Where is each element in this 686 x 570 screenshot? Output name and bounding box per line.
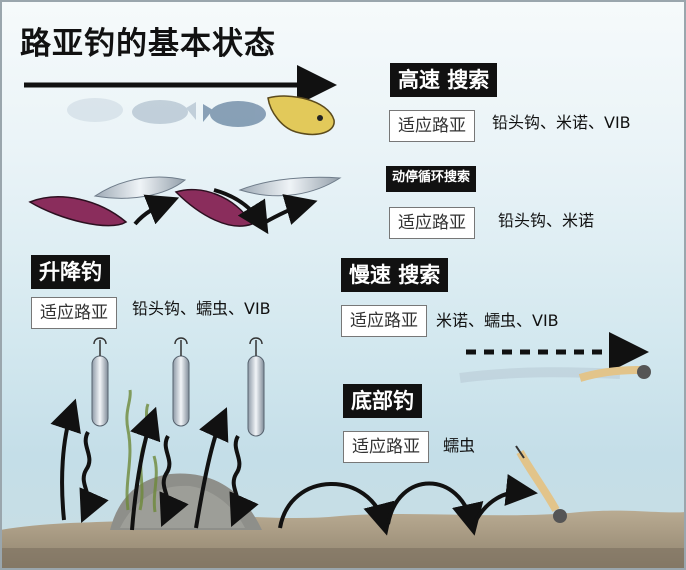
stopgo-search-fit-label: 适应路亚: [389, 207, 475, 239]
fast-search-header: 高速 搜索: [390, 63, 498, 97]
fast-search-fit-label: 适应路亚: [389, 110, 475, 142]
slow-search-fit-label: 适应路亚: [341, 305, 427, 337]
bottom-fishing-fit-label: 适应路亚: [343, 431, 429, 463]
lift-fall-header: 升降钓: [31, 255, 110, 289]
bottom-fishing-header: 底部钓: [343, 384, 422, 418]
seabed: [0, 473, 686, 570]
jig-lure-icon: [91, 337, 109, 427]
lift-fall-sequence: [50, 337, 265, 531]
fast-search-lures: 铅头钩、米诺、VIB: [492, 113, 631, 132]
slow-search-lures: 米诺、蠕虫、VIB: [436, 311, 559, 330]
stopgo-search-lures: 铅头钩、米诺: [498, 211, 595, 230]
lift-fall-lures: 铅头钩、蠕虫、VIB: [132, 299, 271, 318]
stopgo-lure-sequence: [28, 176, 342, 235]
lift-fall-fit-label: 适应路亚: [31, 297, 117, 329]
minnow-lure-icon: [28, 196, 128, 227]
stopgo-search-header: 动停循环搜索: [386, 166, 477, 192]
fast-lure-sequence: [67, 95, 335, 136]
bottom-fishing-lures: 蠕虫: [443, 436, 476, 455]
vib-lure-icon: [267, 95, 335, 136]
page-title: 路亚钓的基本状态: [20, 26, 276, 62]
bottom-worm-icon: [515, 445, 567, 523]
slow-search-header: 慢速 搜索: [341, 258, 449, 292]
bottom-bounce-sequence: [278, 474, 538, 536]
worm-lure-icon: [459, 365, 651, 383]
